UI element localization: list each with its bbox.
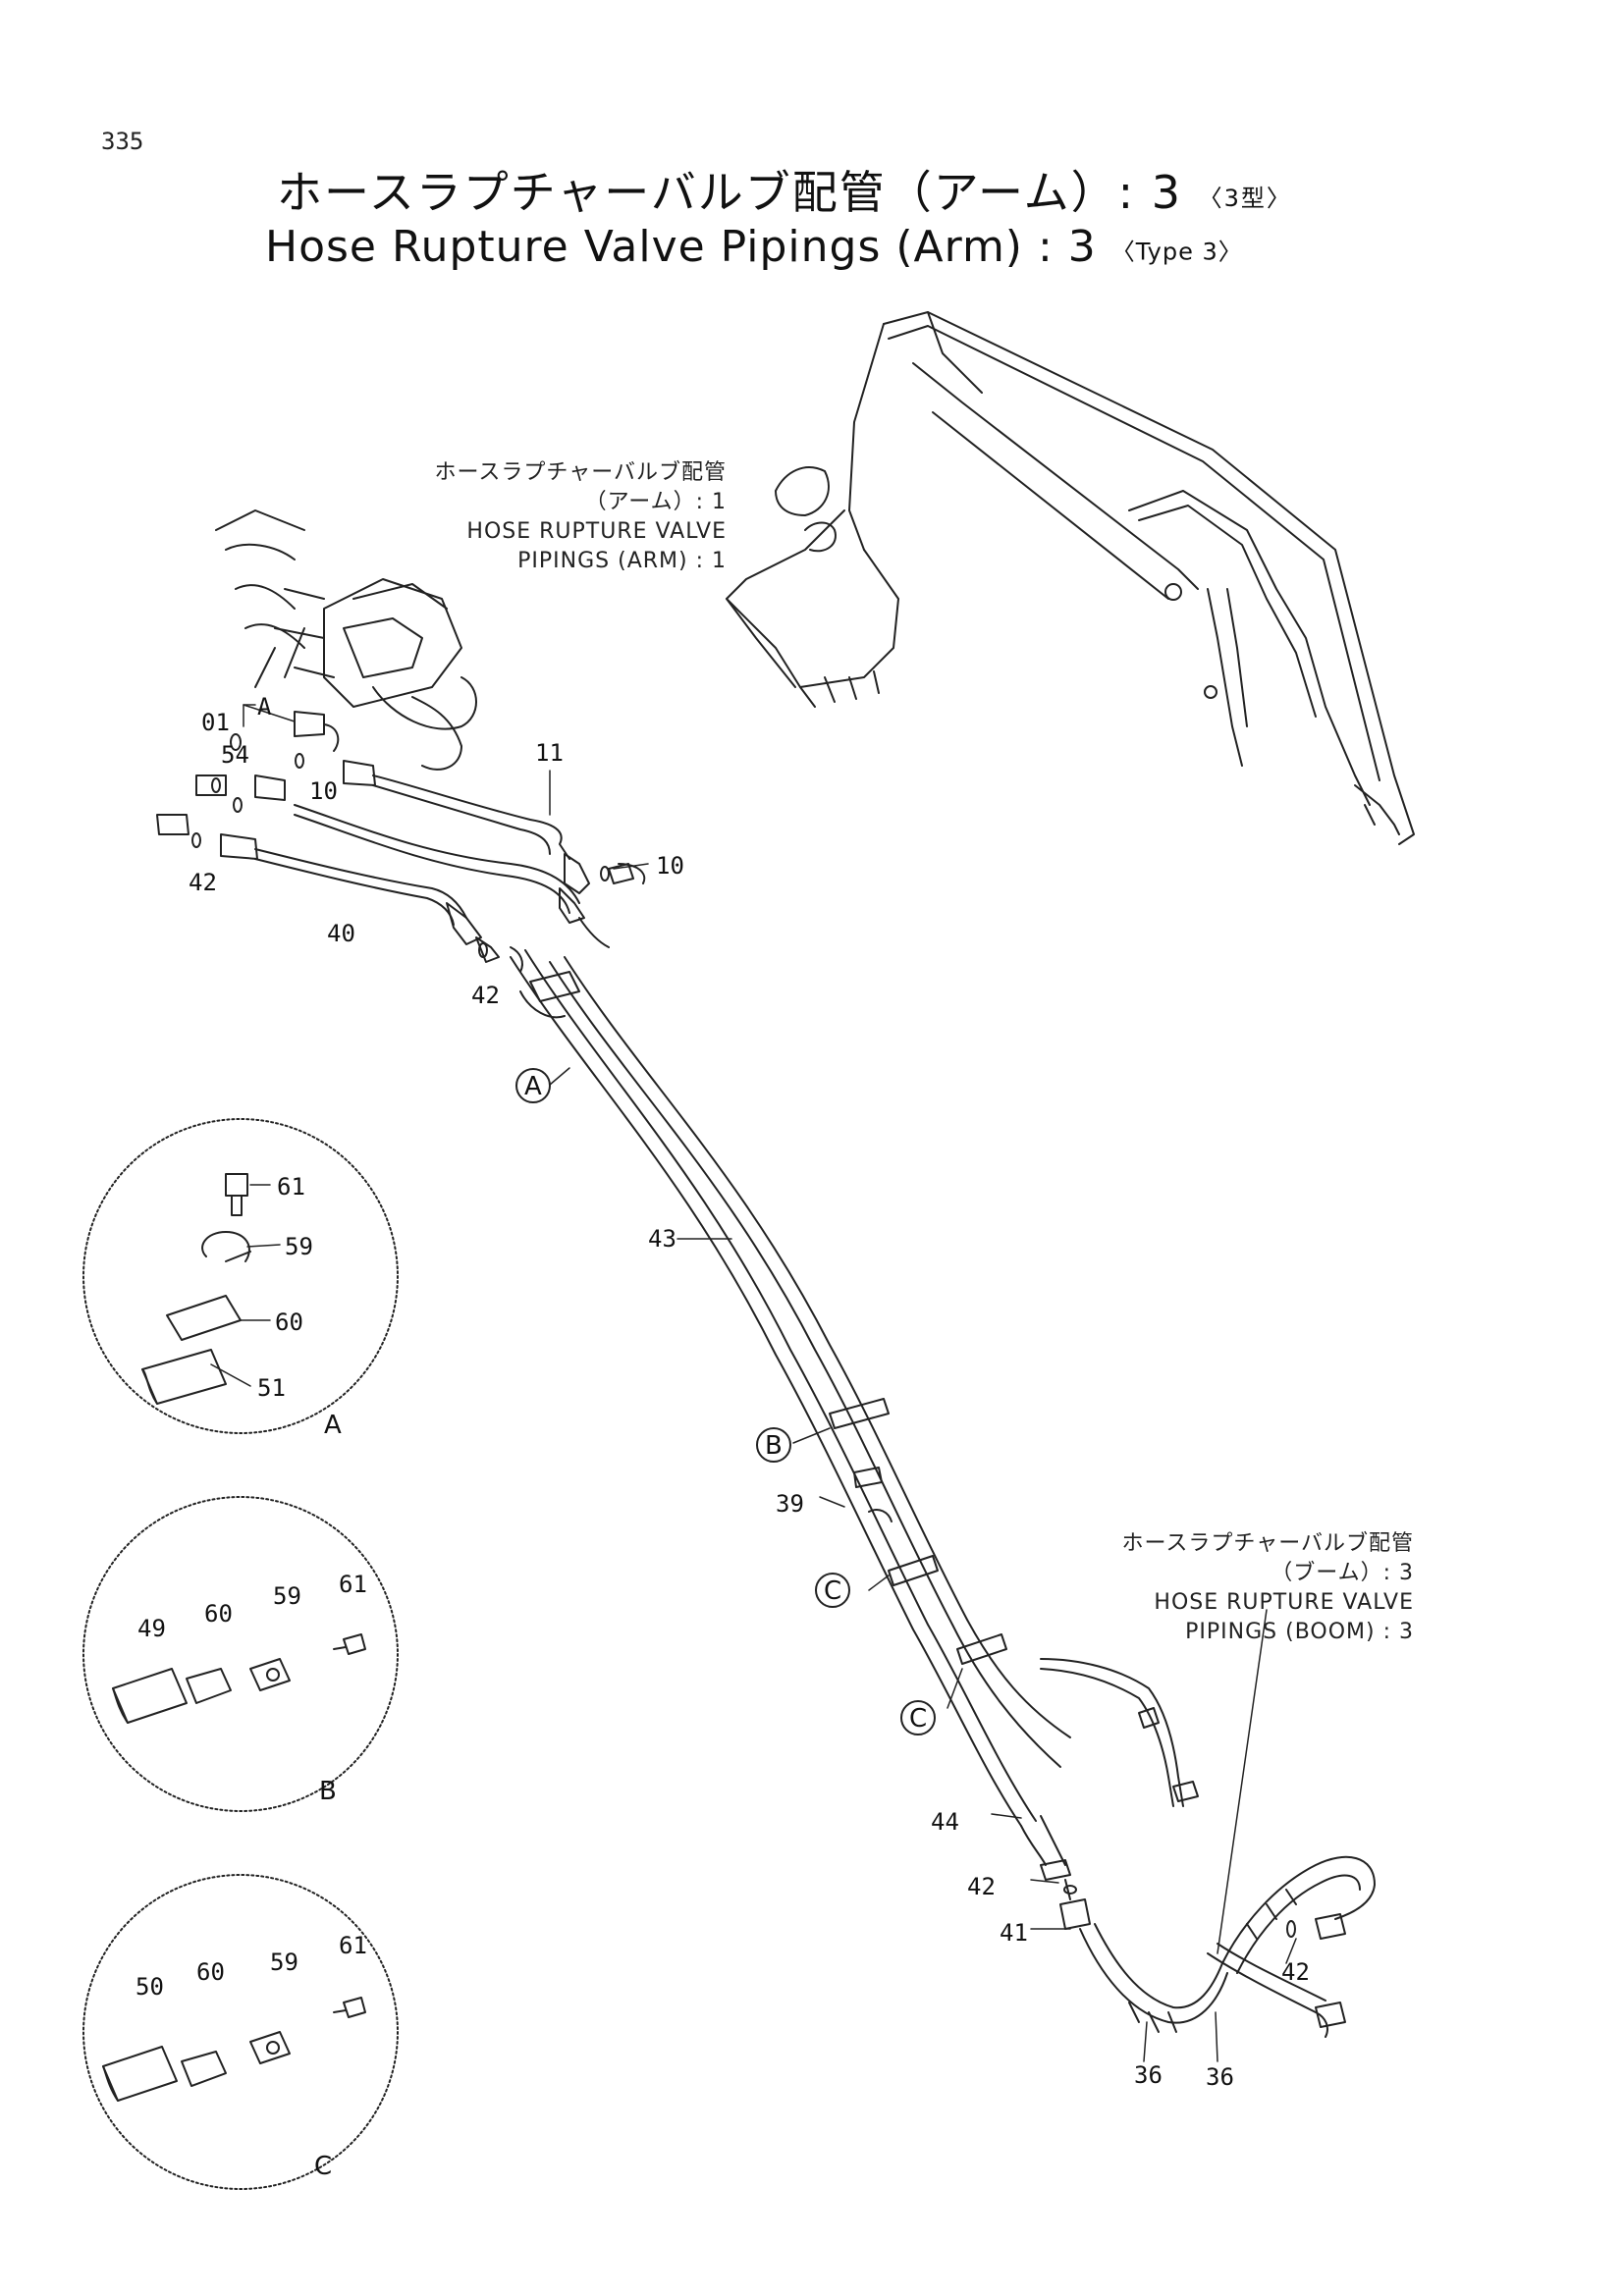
label-part-11: 11 — [535, 739, 564, 767]
detail-circle-b — [82, 1496, 399, 1812]
callout-b: B — [765, 1431, 783, 1461]
reference-boom-3: ホースラプチャーバルブ配管 （ブーム）: 3 HOSE RUPTURE VALV… — [982, 1529, 1414, 1647]
title-japanese: ホースラプチャーバルブ配管（アーム）: 3 〈3型〉 — [277, 157, 1292, 222]
detail-a-part-2: 59 — [285, 1233, 313, 1260]
detail-a-name: A — [324, 1411, 342, 1440]
detail-c-part-2: 60 — [196, 1958, 225, 1986]
detail-circle-c — [82, 1874, 399, 2190]
reference-boom-3-en: HOSE RUPTURE VALVE — [1154, 1590, 1414, 1615]
lower-hoses — [1059, 1855, 1376, 2038]
reference-arm-1-jp: ホースラプチャーバルブ配管 — [434, 460, 727, 485]
page-number: 335 — [101, 128, 144, 155]
reference-arm-1-en2: PIPINGS (ARM) : 1 — [517, 549, 727, 573]
detail-b-name: B — [319, 1777, 337, 1806]
upper-hoses — [156, 711, 646, 973]
reference-arm-1: ホースラプチャーバルブ配管 （アーム）: 1 HOSE RUPTURE VALV… — [295, 458, 727, 576]
detail-c-part-1: 50 — [135, 1973, 164, 2001]
label-part-40: 40 — [327, 920, 355, 947]
leader-lines — [243, 704, 1297, 2062]
excavator-illustration — [726, 311, 1415, 845]
callout-circles — [515, 1068, 936, 1735]
detail-b-part-1: 49 — [137, 1615, 166, 1642]
detail-a-part-1: 61 — [277, 1173, 305, 1201]
reference-boom-3-jp: ホースラプチャーバルブ配管 — [1121, 1531, 1414, 1556]
callout-c-2: C — [909, 1704, 928, 1734]
label-part-10b: 10 — [656, 852, 684, 880]
valve-block — [215, 509, 477, 771]
label-part-36a: 36 — [1134, 2061, 1163, 2089]
label-part-10a: 10 — [309, 777, 338, 805]
title-jp-type: 〈3型〉 — [1198, 185, 1292, 212]
detail-b-part-2: 60 — [204, 1600, 233, 1628]
detail-b-part-4: 61 — [339, 1571, 367, 1598]
detail-c-part-3: 59 — [270, 1949, 298, 1976]
label-part-44: 44 — [931, 1808, 959, 1836]
label-part-39: 39 — [776, 1490, 804, 1518]
label-part-43: 43 — [648, 1225, 676, 1253]
label-part-42a: 42 — [189, 869, 217, 896]
title-jp-text: ホースラプチャーバルブ配管（アーム）: 3 — [277, 166, 1183, 219]
callout-c-1: C — [824, 1576, 842, 1606]
label-part-a-top: A — [257, 693, 272, 721]
label-part-42d: 42 — [1281, 1958, 1310, 1986]
label-part-42c: 42 — [967, 1873, 996, 1900]
reference-boom-3-jp2: （ブーム）: 3 — [1271, 1561, 1414, 1585]
title-en-text: Hose Rupture Valve Pipings (Arm) : 3 — [265, 222, 1097, 272]
title-english: Hose Rupture Valve Pipings (Arm) : 3 〈Ty… — [265, 222, 1243, 272]
detail-a-part-3: 60 — [275, 1308, 303, 1336]
detail-a-part-4: 51 — [257, 1374, 286, 1402]
label-part-41: 41 — [1000, 1919, 1028, 1947]
detail-b-part-3: 59 — [273, 1582, 301, 1610]
reference-arm-1-jp2: （アーム）: 1 — [584, 490, 727, 514]
reference-arm-1-en: HOSE RUPTURE VALVE — [466, 519, 727, 544]
detail-circle-a — [82, 1118, 399, 1434]
label-part-54: 54 — [221, 741, 249, 769]
label-part-42b: 42 — [471, 982, 500, 1009]
title-en-type: 〈Type 3〉 — [1110, 238, 1243, 266]
label-part-36b: 36 — [1206, 2063, 1234, 2091]
label-part-01: 01 — [201, 709, 230, 736]
detail-c-name: C — [314, 2152, 333, 2181]
reference-boom-3-en2: PIPINGS (BOOM) : 3 — [1185, 1620, 1414, 1644]
long-arm-hoses — [510, 949, 1199, 1881]
callout-a: A — [524, 1072, 542, 1101]
detail-c-part-4: 61 — [339, 1932, 367, 1959]
